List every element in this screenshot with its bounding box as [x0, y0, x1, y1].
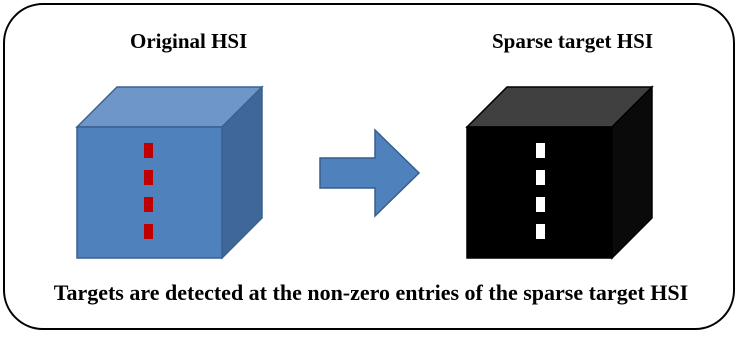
sparse-target-pixel [536, 197, 545, 212]
sparse-target-pixel [536, 224, 545, 239]
original-target-pixel [144, 224, 153, 239]
original-hsi-title: Original HSI [130, 29, 248, 53]
sparse-hsi-cube-icon [465, 85, 654, 260]
diagram-caption: Targets are detected at the non-zero ent… [53, 280, 689, 305]
original-target-pixel [144, 197, 153, 212]
original-hsi-cube-icon [75, 85, 264, 260]
original-target-pixel [144, 143, 153, 158]
sparse-target-pixel [536, 170, 545, 185]
sparse-target-hsi-title: Sparse target HSI [492, 29, 653, 53]
sparse-target-pixel [536, 143, 545, 158]
original-target-pixel [144, 170, 153, 185]
right-arrow-icon [319, 128, 421, 218]
